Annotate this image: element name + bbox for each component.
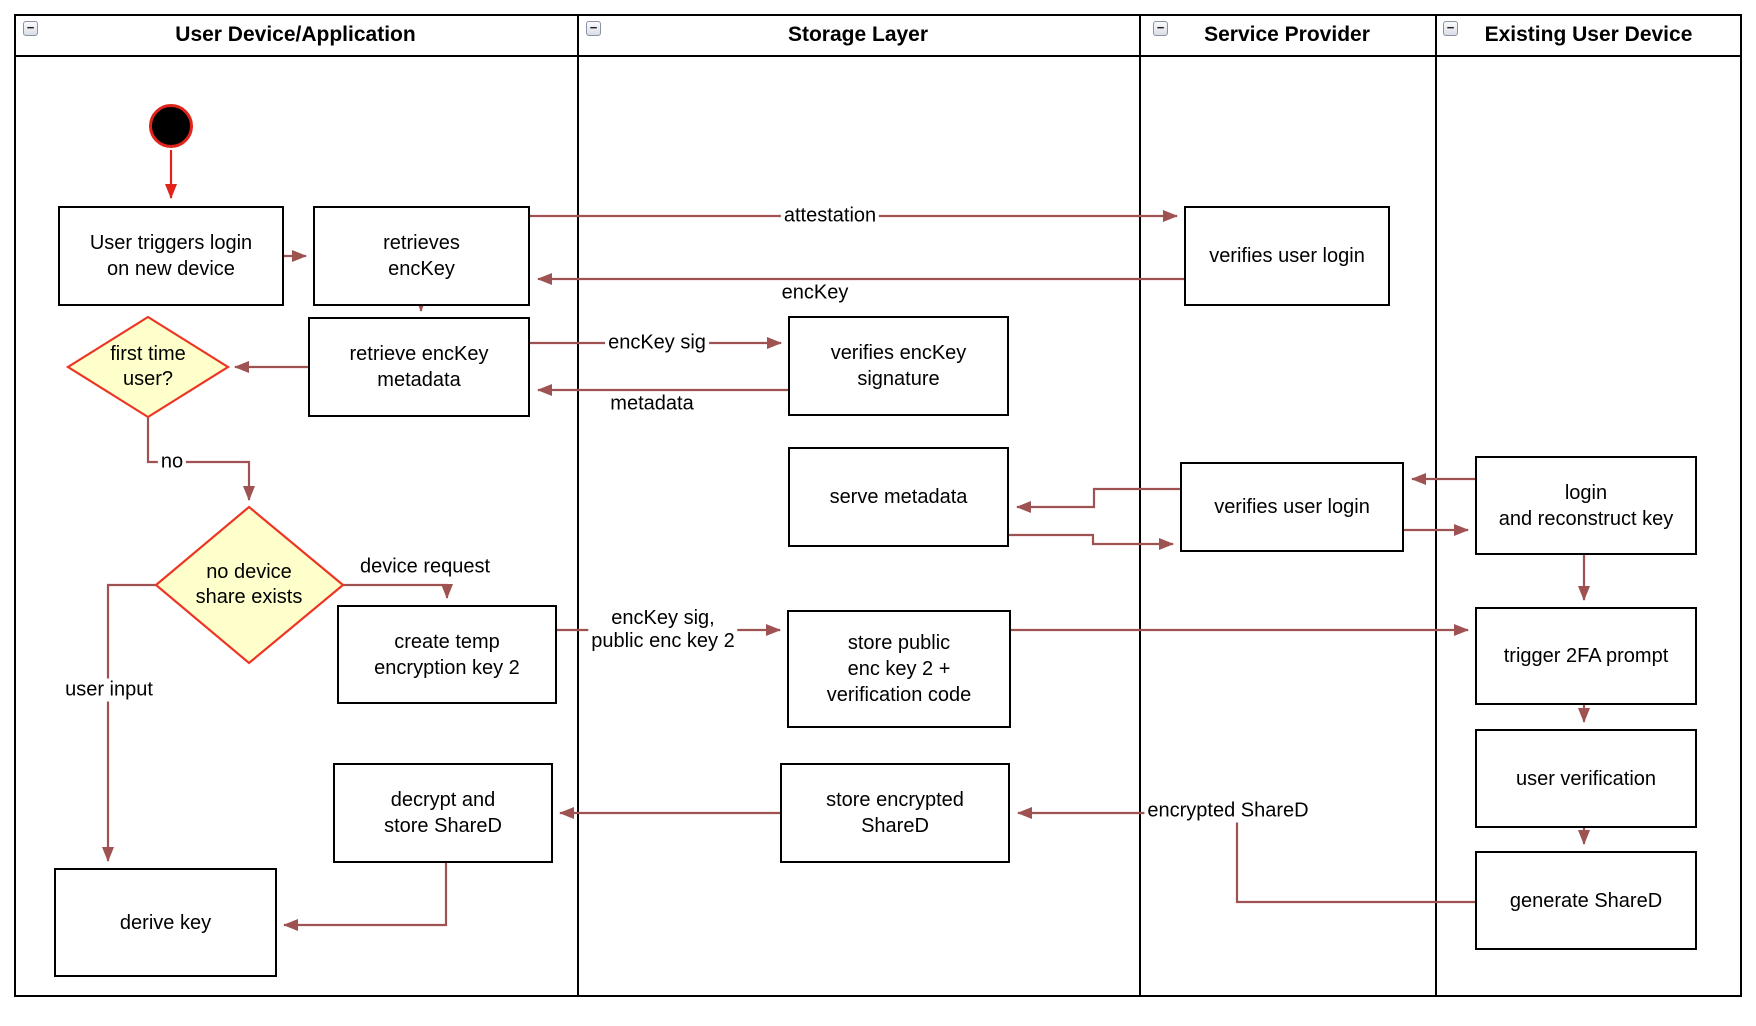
edge-serve-to-verifies (1009, 533, 1174, 550)
node-user-triggers-login[interactable]: User triggers login on new device (58, 206, 284, 306)
lane-title-storage-layer: Storage Layer (787, 23, 929, 46)
node-generate-shared[interactable]: generate ShareD (1475, 851, 1697, 950)
node-create-temp-key2[interactable]: create temp encryption key 2 (337, 605, 557, 704)
node-store-public-key2[interactable]: store public enc key 2 + verification co… (787, 610, 1011, 728)
node-store-encrypted-shared[interactable]: store encrypted ShareD (780, 763, 1010, 863)
node-serve-metadata[interactable]: serve metadata (788, 447, 1009, 547)
lane-divider-2 (1139, 14, 1141, 997)
lane-header-divider (14, 55, 1742, 57)
collapse-icon[interactable]: − (1443, 21, 1458, 36)
node-retrieve-enckey-metadata[interactable]: retrieve encKey metadata (308, 317, 530, 417)
node-derive-key[interactable]: derive key (54, 868, 277, 977)
edge-no-branch (146, 417, 255, 501)
node-verifies-user-login-mid[interactable]: verifies user login (1180, 462, 1404, 552)
edge-label-enckey-sig: encKey sig (605, 331, 709, 355)
edge-decrypt-to-derive (283, 863, 448, 931)
start-node[interactable] (149, 104, 193, 148)
lane-divider-3 (1435, 14, 1437, 997)
decision-no-device-share[interactable] (154, 505, 345, 665)
node-user-verification[interactable]: user verification (1475, 729, 1697, 828)
edge-label-enckey-sig-public: encKey sig, public enc key 2 (588, 607, 738, 653)
collapse-icon[interactable]: − (23, 21, 38, 36)
collapse-icon[interactable]: − (1153, 21, 1168, 36)
edge-label-user-input: user input (62, 678, 156, 702)
edge-verifies-to-serve (1016, 487, 1180, 513)
decision-first-time-user[interactable] (65, 315, 231, 419)
edge-label-enckey: encKey (778, 281, 852, 305)
node-decrypt-store-shared[interactable]: decrypt and store ShareD (333, 763, 553, 863)
decision-first-time-user-label: first time user? (110, 343, 186, 390)
lane-title-existing-device: Existing User Device (1484, 23, 1693, 46)
node-login-and-reconstruct[interactable]: login and reconstruct key (1475, 456, 1697, 555)
edge-label-attestation: attestation (780, 204, 880, 228)
decision-no-device-share-label: no device share exists (195, 561, 303, 608)
edge-encrypted-shared (1017, 807, 1475, 904)
edge-user-input (102, 583, 156, 862)
collapse-icon[interactable]: − (586, 21, 601, 36)
edge-device-request (343, 583, 453, 599)
node-verifies-user-login-top[interactable]: verifies user login (1184, 206, 1390, 306)
edge-label-metadata: metadata (607, 392, 697, 416)
node-verifies-enckey-signature[interactable]: verifies encKey signature (788, 316, 1009, 416)
lane-title-user-device: User Device/Application (175, 23, 416, 46)
node-trigger-2fa-prompt[interactable]: trigger 2FA prompt (1475, 607, 1697, 705)
edge-label-no: no (157, 450, 187, 474)
lane-divider-1 (577, 14, 579, 997)
edge-label-device-request: device request (356, 555, 494, 579)
edge-label-encrypted-shared: encrypted ShareD (1144, 799, 1312, 823)
lane-title-service-provider: Service Provider (1204, 23, 1370, 46)
node-retrieves-enckey[interactable]: retrieves encKey (313, 206, 530, 306)
